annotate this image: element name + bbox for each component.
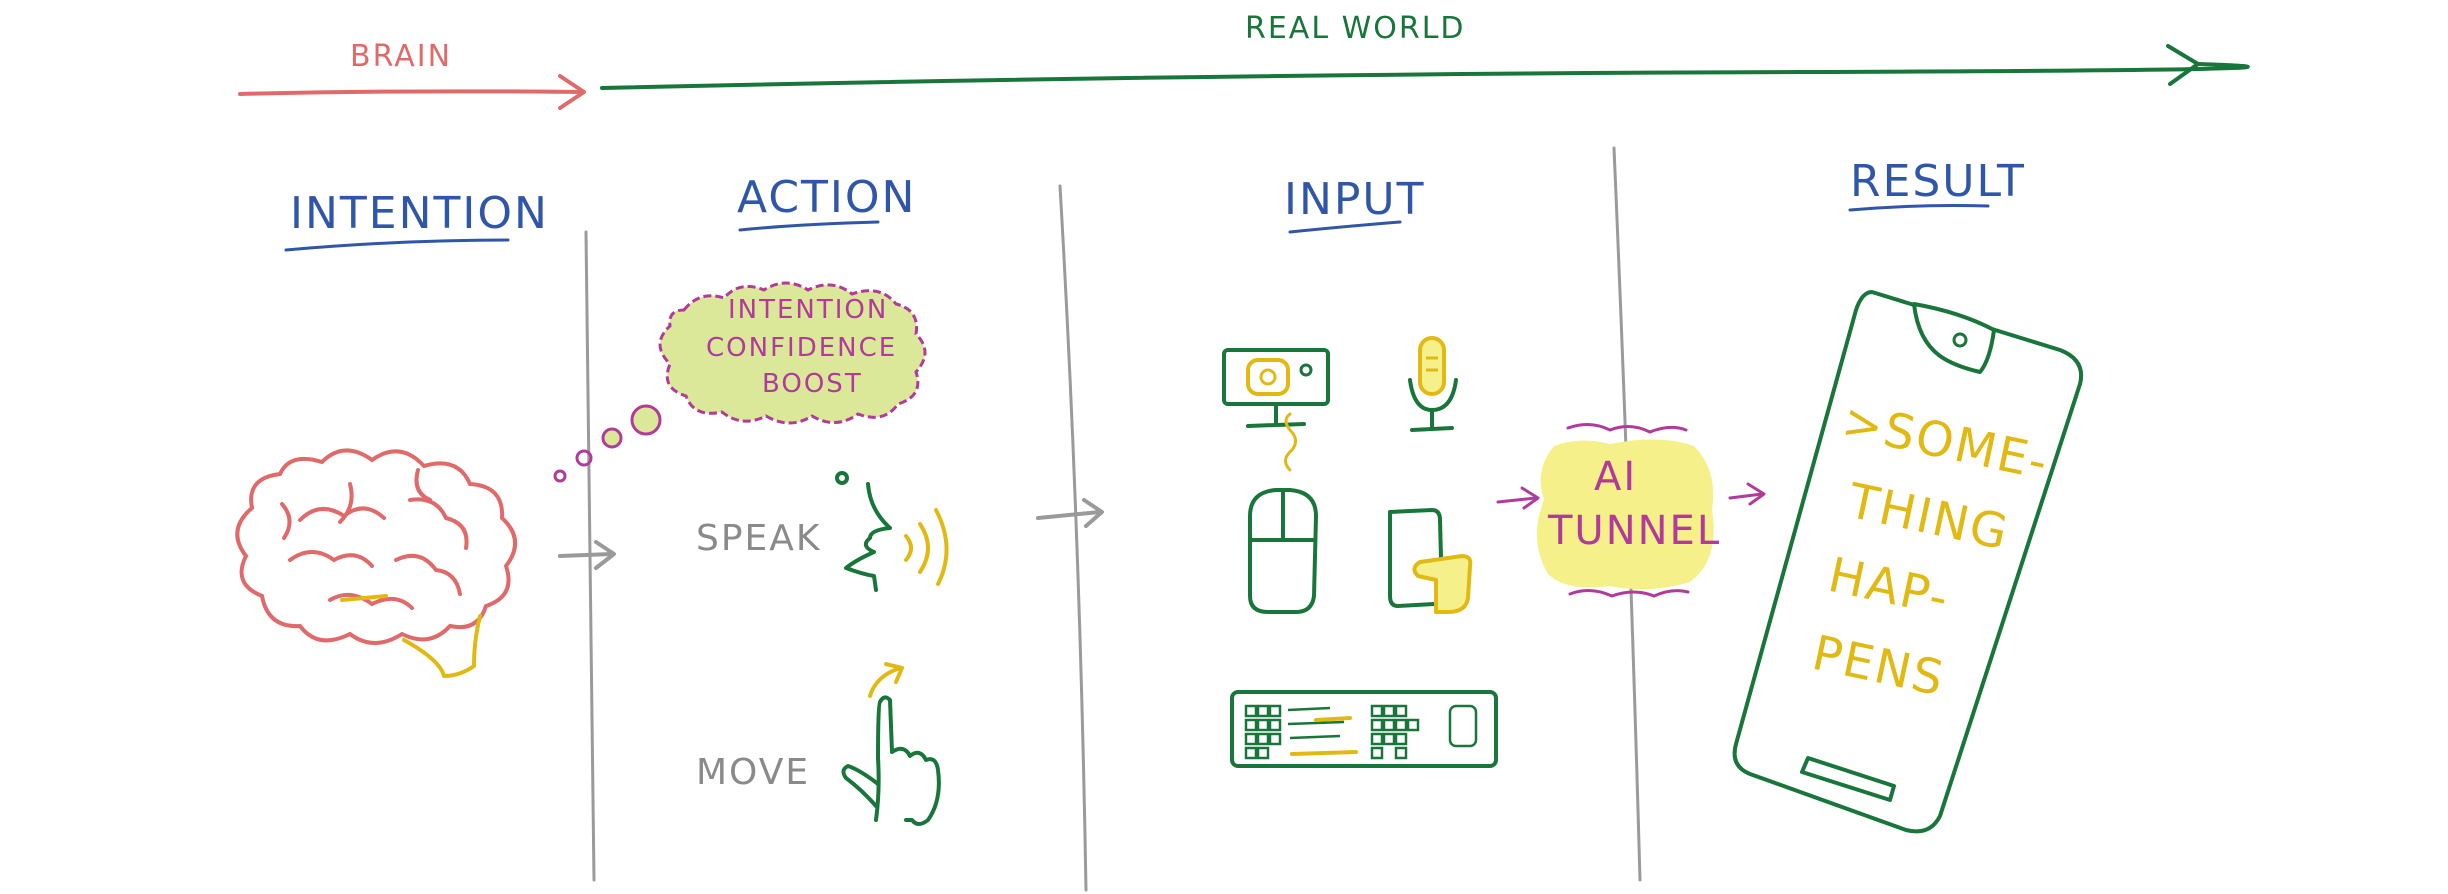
- speak-action: SPEAK: [696, 471, 949, 592]
- arrow-tunnel-to-result: [1728, 482, 1766, 506]
- result-title: RESULT: [1850, 156, 2026, 207]
- intention-title: INTENTION: [290, 188, 549, 239]
- phone-line-4: PENS: [1808, 625, 1950, 708]
- mouse-icon: [1248, 412, 1319, 614]
- tunnel-line-1: AI: [1594, 454, 1637, 500]
- brain-arrow: [238, 89, 584, 96]
- input-title: INPUT: [1284, 174, 1426, 225]
- arrow-input-to-tunnel: [1496, 486, 1540, 510]
- sound-waves: [904, 508, 949, 586]
- touchscreen-icon: [1388, 508, 1473, 614]
- arrow-intention-to-action: [558, 540, 616, 570]
- column-titles: INTENTION ACTION INPUT RESULT: [284, 156, 2026, 252]
- speak-label: SPEAK: [696, 518, 822, 559]
- tunnel-line-2: TUNNEL: [1547, 508, 1721, 554]
- hand-pointing-icon: [841, 695, 941, 826]
- move-action: MOVE: [696, 662, 941, 826]
- bubble-line-3: BOOST: [762, 369, 863, 399]
- divider-2: [1058, 184, 1088, 892]
- smartphone-icon: >SOME- THING HAP- PENS: [1732, 290, 2083, 834]
- action-title: ACTION: [737, 172, 916, 223]
- bubble-line-1: INTENTION: [728, 295, 888, 325]
- thought-cloud: [658, 281, 927, 425]
- bubble-line-2: CONFIDENCE: [706, 333, 897, 363]
- brain-icon: [235, 448, 517, 678]
- ai-tunnel: AI TUNNEL: [1536, 423, 1721, 598]
- swipe-arrow: [868, 666, 902, 698]
- brain-label: BRAIN: [350, 39, 452, 74]
- timeline: BRAIN REAL WORLD: [238, 11, 2250, 110]
- real-world-label: REAL WORLD: [1245, 11, 1466, 46]
- microphone-icon: [1408, 336, 1458, 432]
- webcam-icon: [1222, 348, 1330, 428]
- thought-bubble: INTENTION CONFIDENCE BOOST: [553, 281, 927, 483]
- phone-line-2: THING: [1843, 473, 2015, 562]
- keyboard-icon: [1230, 690, 1498, 768]
- arrow-action-to-input: [1036, 498, 1104, 528]
- phone-line-3: HAP-: [1824, 547, 1955, 627]
- face-speaking-icon: [835, 471, 892, 592]
- real-world-arrow: [600, 62, 2250, 90]
- move-label: MOVE: [696, 752, 810, 793]
